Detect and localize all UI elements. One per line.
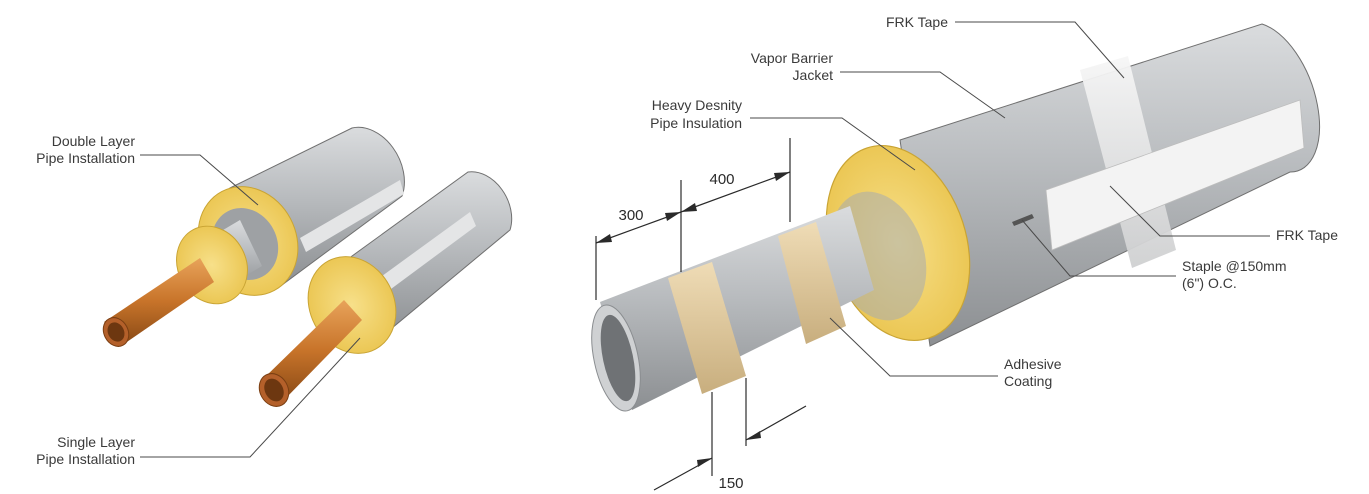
dim-300-text: 300 — [618, 207, 643, 224]
frk-tape-strip — [1045, 99, 1305, 251]
adhesive-leader — [829, 317, 998, 377]
staple-line1: Staple @150mm — [1182, 258, 1286, 274]
single-copper-bore — [264, 378, 284, 402]
label-double-layer: Double Layer Pipe Installation — [36, 133, 259, 206]
label-vapor-barrier: Vapor Barrier Jacket — [751, 50, 1006, 119]
single-layer-leader — [140, 337, 361, 458]
single-layer-assembly — [258, 171, 513, 407]
dim-300-arrow-right — [665, 212, 681, 221]
dimension-300: 300 — [595, 180, 682, 300]
main-pipe-assembly — [591, 23, 1320, 412]
heavy-density-line2: Pipe Insulation — [650, 115, 742, 131]
staple-line2: (6") O.C. — [1182, 275, 1237, 291]
vapor-barrier-line1: Vapor Barrier — [751, 50, 834, 66]
dim-400-arrow-right — [774, 172, 790, 181]
dimension-150: 150 — [653, 378, 807, 492]
double-layer-line2: Pipe Installation — [36, 150, 135, 166]
adhesive-band-1 — [668, 262, 746, 394]
single-layer-line1: Single Layer — [57, 434, 135, 450]
frk-tape-right-leader — [1109, 185, 1270, 237]
dim-150-arrow-right — [746, 431, 761, 440]
dim-150-text: 150 — [718, 475, 743, 492]
label-heavy-density: Heavy Desnity Pipe Insulation — [650, 97, 916, 171]
adhesive-band-2 — [778, 222, 846, 344]
heavy-density-leader — [750, 117, 916, 171]
label-frk-tape-right: FRK Tape — [1109, 185, 1338, 243]
label-staple: Staple @150mm (6") O.C. — [1021, 219, 1286, 291]
double-copper-bore — [107, 322, 125, 342]
label-adhesive: Adhesive Coating — [829, 317, 1062, 389]
double-layer-line1: Double Layer — [52, 133, 136, 149]
adhesive-line2: Coating — [1004, 373, 1052, 389]
double-jacket-seam — [300, 180, 404, 252]
dim-150-arrow-left — [697, 458, 712, 467]
double-copper-pipe — [104, 258, 214, 344]
heavy-density-line1: Heavy Desnity — [652, 97, 742, 113]
dim-400-arrow-left — [681, 203, 697, 212]
vapor-barrier-line2: Jacket — [793, 67, 834, 83]
single-jacket-seam — [360, 212, 476, 306]
vapor-barrier-leader — [840, 71, 1006, 119]
single-copper-pipe — [262, 300, 362, 400]
frk-tape-right-text: FRK Tape — [1276, 227, 1338, 243]
label-frk-tape-top: FRK Tape — [886, 14, 1125, 79]
staple-leader — [1021, 219, 1176, 277]
double-layer-assembly — [102, 126, 405, 347]
double-layer-leader — [140, 154, 259, 206]
single-layer-line2: Pipe Installation — [36, 451, 135, 467]
adhesive-line1: Adhesive — [1004, 356, 1062, 372]
dimension-400: 400 — [680, 138, 791, 222]
inner-pipe-bore — [600, 314, 636, 402]
dim-300-arrow-left — [596, 234, 612, 243]
frk-tape-top-text: FRK Tape — [886, 14, 948, 30]
frk-tape-top-leader — [955, 21, 1125, 79]
dim-400-text: 400 — [709, 171, 734, 188]
dim-400-line — [680, 171, 791, 213]
label-single-layer: Single Layer Pipe Installation — [36, 337, 361, 467]
staple-mark — [1012, 214, 1034, 226]
